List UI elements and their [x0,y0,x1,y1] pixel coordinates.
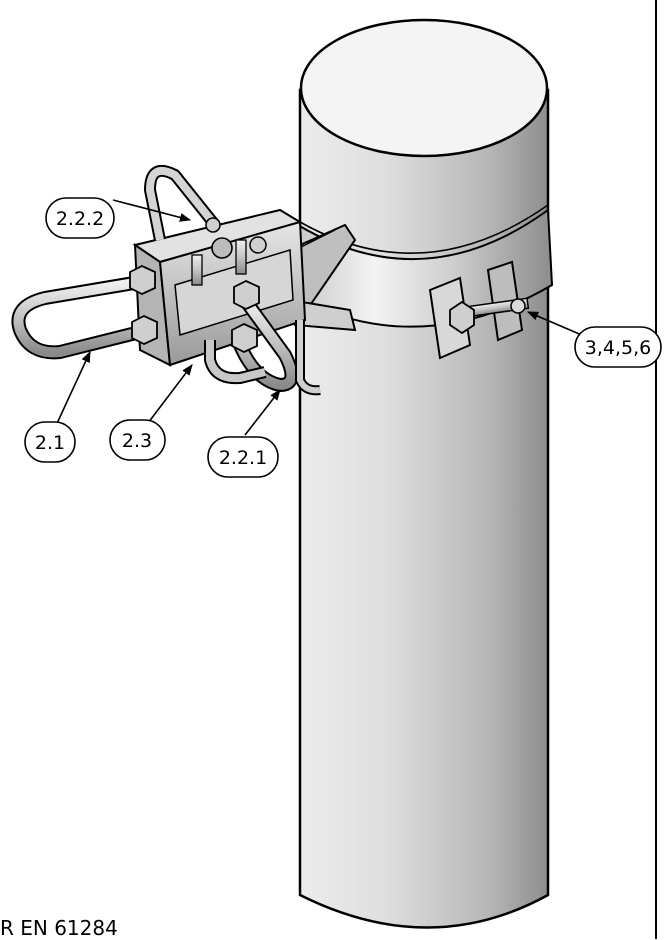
callout-2-2-1: 2.2.1 [207,436,279,478]
callout-2-2-2: 2.2.2 [45,197,115,239]
standard-reference: R EN 61284 [0,916,118,940]
callout-2-1: 2.1 [24,421,76,463]
u-bolt-lower [231,280,321,396]
hex-nut [231,323,258,353]
callout-label: 2.2.2 [56,208,104,230]
callout-label: 2.2.1 [219,447,267,469]
hex-nut [449,300,475,335]
hex-nut [129,265,156,295]
drawing-frame-border [655,0,657,939]
pole [298,18,550,929]
callout-label: 2.3 [122,430,152,452]
callout-label: 2.1 [35,432,65,454]
hex-nut [211,237,233,259]
callout-label: 3,4,5,6 [585,337,651,359]
hex-nut [131,315,158,345]
hex-nut [233,280,260,310]
callout-2-3: 2.3 [109,419,166,461]
pole-clamp-band [296,204,554,360]
pole-top [299,18,549,158]
callout-3-4-5-6: 3,4,5,6 [574,326,662,368]
u-bolt-top [143,165,267,286]
u-bolt-left [11,265,158,360]
u-bolt-bottom [204,340,267,385]
